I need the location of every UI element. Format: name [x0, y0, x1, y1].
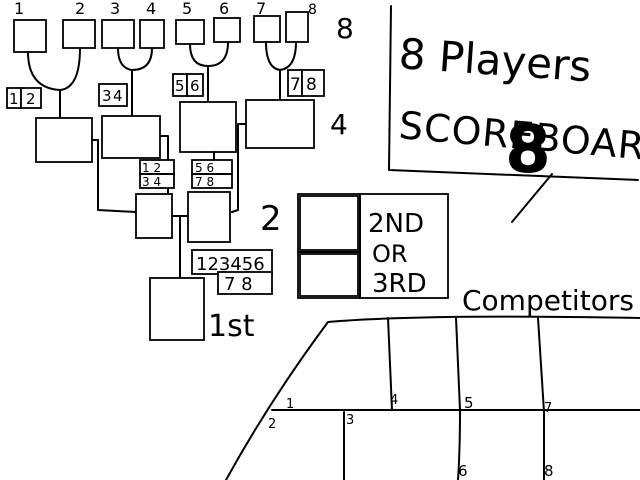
- first-place-label: 1st: [208, 309, 255, 344]
- first-place-box[interactable]: [149, 277, 205, 341]
- round3-slot-2[interactable]: [187, 191, 231, 243]
- round2-slot-3[interactable]: [179, 101, 237, 153]
- round2-slot-4[interactable]: [245, 99, 315, 149]
- second-third-line1: 2ND: [368, 209, 424, 239]
- bracket-slot-2[interactable]: [62, 19, 96, 49]
- round3-count: 2: [260, 199, 282, 239]
- round3: 2: [135, 191, 282, 281]
- quad-labels: 1 2 3 4 5 6 7 8: [139, 159, 233, 189]
- bracket-slot-3[interactable]: [101, 19, 135, 49]
- competitors-table: Competitors 1 2 3 4 5 6 7 8: [225, 284, 640, 480]
- pair-label-2-a: 3: [102, 87, 112, 105]
- second-third-panel: 2ND OR 3RD: [297, 193, 449, 299]
- slot-number-4: 4: [146, 0, 156, 18]
- second-place-slot[interactable]: [299, 195, 359, 251]
- third-place-slot[interactable]: [299, 253, 359, 297]
- slot-number-8: 8: [308, 2, 317, 18]
- slot-number-7: 7: [256, 0, 266, 18]
- slot-number-3: 3: [110, 0, 120, 18]
- slot-number-2: 2: [75, 0, 85, 18]
- bracket-slot-8[interactable]: [285, 11, 309, 43]
- seat-number-2: 2: [268, 417, 276, 432]
- seat-number-1: 1: [286, 397, 294, 412]
- seat-number-8: 8: [544, 462, 554, 480]
- slot-number-6: 6: [219, 0, 229, 18]
- round3-link: [171, 215, 189, 281]
- competitor-seat-7[interactable]: [546, 324, 638, 408]
- bracket-slot-7[interactable]: [253, 15, 281, 43]
- final-label-bottom-box: [217, 271, 273, 295]
- bracket-slot-6[interactable]: [213, 17, 241, 43]
- quad-label-2-row1: 5 6: [195, 161, 214, 175]
- table-left-edge: [225, 321, 329, 480]
- pair-labels: 1 2 3 4 5 6 7 8: [6, 69, 325, 109]
- seat-number-7: 7: [544, 401, 552, 416]
- table-col-divider-3: [537, 317, 545, 480]
- seat-number-5: 5: [464, 394, 474, 412]
- pair-link-1-2: [27, 47, 81, 119]
- final-label: 123456 7 8: [191, 249, 273, 295]
- quad-label-2-row2: 7 8: [195, 175, 214, 189]
- pair-link-7-8: [265, 41, 297, 101]
- pair-label-2-b: 4: [113, 87, 123, 105]
- slot-number-5: 5: [182, 0, 192, 18]
- competitor-seat-3[interactable]: [394, 324, 454, 408]
- pair-label-3-a: 5: [175, 77, 185, 95]
- round2-slot-1[interactable]: [35, 117, 93, 163]
- second-third-line3: 3RD: [372, 269, 427, 299]
- round2-slot-2[interactable]: [101, 115, 161, 159]
- title-panel-frame: [388, 5, 639, 181]
- pair-label-box: [186, 73, 204, 97]
- pair-label-3-b: 6: [190, 77, 200, 95]
- quad-label-1-row2: 3 4: [142, 175, 161, 189]
- table-top-edge: [327, 315, 640, 323]
- pair-link-3-4: [117, 47, 153, 117]
- winner: 1st: [149, 277, 255, 344]
- pair-label-box: [301, 69, 325, 97]
- title-line1: 8 Players: [397, 29, 593, 91]
- quad-label-1-row1: 1 2: [142, 161, 161, 175]
- pair-label-1-b: 2: [26, 90, 36, 108]
- final-label-top-box: [191, 249, 273, 275]
- table-col-divider-2: [455, 317, 461, 480]
- seat-number-6: 6: [458, 462, 468, 480]
- second-third-line2: OR: [372, 240, 408, 268]
- final-label-line2: 7 8: [224, 274, 253, 295]
- bracket-slot-1[interactable]: [13, 19, 47, 53]
- pair-label-4-a: 7: [290, 75, 301, 95]
- bracket-slot-4[interactable]: [139, 19, 165, 49]
- bracket-slot-5[interactable]: [175, 19, 205, 45]
- seat-number-3: 3: [346, 413, 354, 428]
- seat-number-4: 4: [390, 393, 398, 408]
- round2-count: 4: [330, 108, 348, 141]
- pair-label-box: [98, 83, 128, 107]
- pair-label-box: [20, 87, 42, 109]
- pair-label-1-a: 1: [9, 90, 19, 108]
- round3-slot-1[interactable]: [135, 193, 173, 239]
- title-pointer-line: [511, 173, 553, 223]
- round1-count: 8: [336, 12, 354, 45]
- title-big-number: 8: [505, 111, 551, 188]
- table-col-divider-1: [387, 317, 393, 411]
- slot-number-1: 1: [14, 0, 24, 18]
- pair-label-4-b: 8: [306, 75, 317, 95]
- competitors-heading: Competitors: [462, 284, 634, 317]
- title-panel: 8 Players SCOREBOARD 8: [388, 5, 640, 223]
- final-label-line1: 123456: [196, 254, 265, 275]
- competitor-seat-1[interactable]: [330, 324, 386, 408]
- round1: 1 2 3 4 5 6 7 8 8: [13, 0, 354, 119]
- pair-link-5-6: [189, 41, 229, 103]
